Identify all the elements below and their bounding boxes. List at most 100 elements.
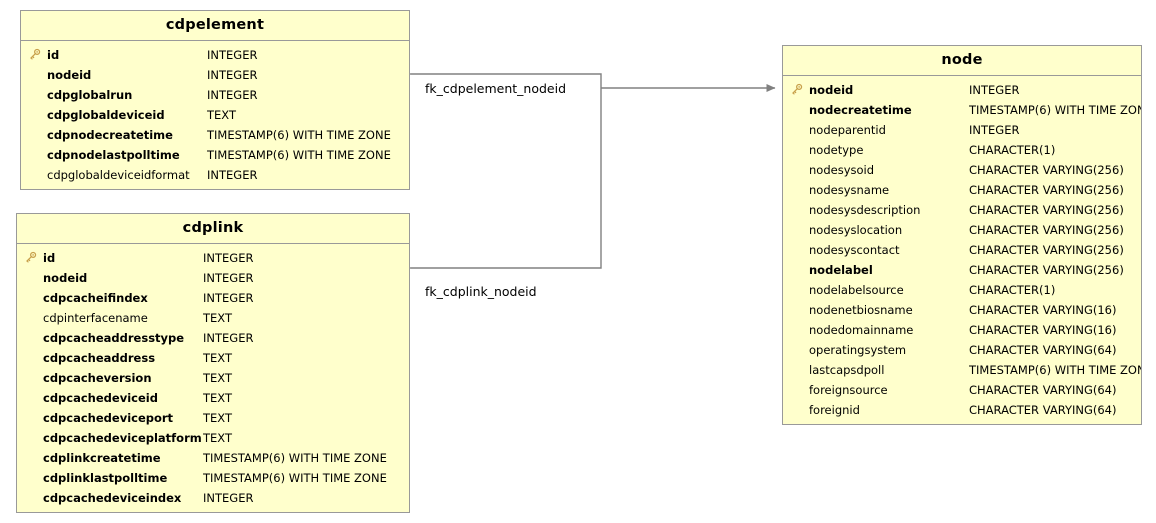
field-row: nodeid INTEGER xyxy=(783,80,1141,100)
field-name: cdpglobalrun xyxy=(47,87,133,102)
field-name: nodeid xyxy=(809,82,854,97)
field-name: cdplinkcreatetime xyxy=(43,450,161,465)
field-name: id xyxy=(47,47,60,62)
field-row: nodeparentid INTEGER xyxy=(783,120,1141,140)
field-name: cdplinklastpolltime xyxy=(43,470,168,485)
field-name: cdpglobaldeviceid xyxy=(47,107,165,122)
field-name: nodesysname xyxy=(809,182,890,197)
field-row: nodecreatetime TIMESTAMP(6) WITH TIME ZON… xyxy=(783,100,1141,120)
field-type: CHARACTER(1) xyxy=(969,282,1056,297)
field-type: TEXT xyxy=(203,430,232,445)
field-name: cdpglobaldeviceidformat xyxy=(47,167,190,182)
field-name: cdpinterfacename xyxy=(43,310,148,325)
field-type: INTEGER xyxy=(207,167,258,182)
field-row: nodelabel CHARACTER VARYING(256) xyxy=(783,260,1141,280)
field-row: cdpglobaldeviceidformat INTEGER xyxy=(21,165,409,185)
relationship-label-fk-cdplink-nodeid: fk_cdplink_nodeid xyxy=(425,284,537,299)
field-type: CHARACTER VARYING(16) xyxy=(969,302,1117,317)
field-name: nodelabel xyxy=(809,262,873,277)
field-name: cdpcacheaddress xyxy=(43,350,156,365)
field-name: nodeid xyxy=(43,270,88,285)
field-name: cdpnodelastpolltime xyxy=(47,147,180,162)
field-row: cdpcacheversion TEXT xyxy=(17,368,409,388)
field-name: cdpcacheaddresstype xyxy=(43,330,185,345)
field-type: CHARACTER VARYING(256) xyxy=(969,242,1124,257)
field-row: nodesysdescription CHARACTER VARYING(256) xyxy=(783,200,1141,220)
field-name: nodeid xyxy=(47,67,92,82)
field-type: INTEGER xyxy=(203,270,254,285)
field-type: TIMESTAMP(6) WITH TIME ZONE xyxy=(207,127,391,142)
field-type: TIMESTAMP(6) WITH TIME ZONE xyxy=(969,362,1141,377)
field-row: id INTEGER xyxy=(21,45,409,65)
field-row: nodelabelsource CHARACTER(1) xyxy=(783,280,1141,300)
field-name: nodetype xyxy=(809,142,864,157)
field-type: INTEGER xyxy=(969,122,1020,137)
field-type: TEXT xyxy=(203,310,232,325)
field-name: cdpcachedeviceport xyxy=(43,410,174,425)
field-type: TEXT xyxy=(203,410,232,425)
field-row: cdpcachedeviceport TEXT xyxy=(17,408,409,428)
field-type: CHARACTER(1) xyxy=(969,142,1056,157)
field-row: cdpcacheaddresstype INTEGER xyxy=(17,328,409,348)
entity-title-cdpelement: cdpelement xyxy=(21,11,409,41)
field-row: cdplinkcreatetime TIMESTAMP(6) WITH TIME … xyxy=(17,448,409,468)
field-type: CHARACTER VARYING(64) xyxy=(969,382,1117,397)
field-name: cdpcachedeviceindex xyxy=(43,490,182,505)
field-type: TIMESTAMP(6) WITH TIME ZONE xyxy=(203,470,387,485)
field-type: INTEGER xyxy=(969,82,1020,97)
field-type: TEXT xyxy=(203,390,232,405)
field-type: CHARACTER VARYING(256) xyxy=(969,202,1124,217)
primary-key-icon xyxy=(17,251,43,264)
field-type: INTEGER xyxy=(207,47,258,62)
field-row: operatingsystem CHARACTER VARYING(64) xyxy=(783,340,1141,360)
field-type: CHARACTER VARYING(256) xyxy=(969,182,1124,197)
field-name: nodesysdescription xyxy=(809,202,921,217)
field-name: cdpcacheversion xyxy=(43,370,152,385)
field-type: TIMESTAMP(6) WITH TIME ZONE xyxy=(969,102,1141,117)
field-name: nodelabelsource xyxy=(809,282,904,297)
field-name: nodeparentid xyxy=(809,122,886,137)
field-name: operatingsystem xyxy=(809,342,907,357)
field-name: foreignid xyxy=(809,402,860,417)
field-row: nodeid INTEGER xyxy=(21,65,409,85)
field-row: cdpglobalrun INTEGER xyxy=(21,85,409,105)
field-row: cdpcacheaddress TEXT xyxy=(17,348,409,368)
field-type: TIMESTAMP(6) WITH TIME ZONE xyxy=(203,450,387,465)
field-name: id xyxy=(43,250,56,265)
field-name: nodenetbiosname xyxy=(809,302,913,317)
field-row: cdpglobaldeviceid TEXT xyxy=(21,105,409,125)
field-row: nodenetbiosname CHARACTER VARYING(16) xyxy=(783,300,1141,320)
field-name: cdpcacheifindex xyxy=(43,290,148,305)
field-type: CHARACTER VARYING(256) xyxy=(969,262,1124,277)
field-row: cdplinklastpolltime TIMESTAMP(6) WITH TIM… xyxy=(17,468,409,488)
field-row: nodetype CHARACTER(1) xyxy=(783,140,1141,160)
field-row: nodeid INTEGER xyxy=(17,268,409,288)
field-type: TEXT xyxy=(203,370,232,385)
field-type: TEXT xyxy=(203,350,232,365)
field-type: INTEGER xyxy=(207,67,258,82)
field-name: cdpcachedeviceid xyxy=(43,390,158,405)
field-type: INTEGER xyxy=(203,290,254,305)
field-type: INTEGER xyxy=(203,330,254,345)
field-type: INTEGER xyxy=(207,87,258,102)
primary-key-icon xyxy=(21,48,47,61)
field-type: CHARACTER VARYING(64) xyxy=(969,342,1117,357)
field-name: nodecreatetime xyxy=(809,102,912,117)
field-type: TEXT xyxy=(207,107,236,122)
